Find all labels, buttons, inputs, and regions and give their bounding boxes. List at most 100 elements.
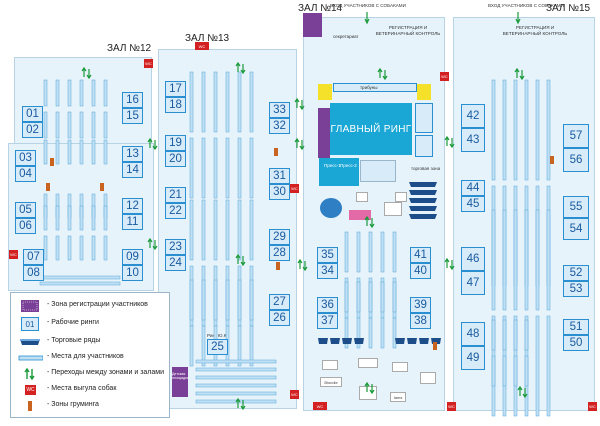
participant-place [67,79,72,107]
booth [320,198,342,218]
passage-arrow [294,97,300,108]
participant-place [103,111,108,139]
passage-arrow [369,384,375,395]
ring-25: 25 [207,339,228,355]
passage-arrow [517,385,523,396]
grooming-zone [50,158,54,166]
ring-48: 48 [461,322,485,346]
participant-place [195,383,277,388]
passage-arrow [364,215,370,226]
wc-marker: WC [588,402,597,411]
participant-place [225,279,230,321]
hall14-entrance: ВХОД УЧАСТНИКОВ С СОБАКАМИ [330,3,406,8]
passage-arrow [382,70,388,81]
trade-row [419,338,429,344]
kids-area [172,367,188,397]
booth [420,372,436,384]
passage-arrow [364,381,370,392]
ring-06: 06 [15,218,36,234]
participant-place [43,139,48,165]
ring-17: 17 [165,81,186,97]
participant-place [237,199,242,261]
participant-place-icon [17,351,44,365]
participant-place [43,111,48,139]
participant-place [55,79,60,107]
ring-21: 21 [165,187,186,203]
participant-place [103,235,108,261]
legend-label: - Зоны груминга [47,401,99,408]
legend-label: - Места для участников [47,353,124,360]
participant-place [237,71,242,133]
booth [322,360,338,370]
secretariat-block [303,13,322,37]
wc-marker: WC [144,59,153,68]
participant-place [201,325,206,367]
ring-35: 35 [317,247,338,263]
ring-40: 40 [410,263,431,279]
passage-arrow [235,61,241,72]
ring-yug-label: Ринг Ю.К. [207,333,228,338]
participant-place [513,209,518,311]
participant-place [213,199,218,261]
passage-arrow [294,137,300,148]
legend-item: - Места для участников [15,351,167,365]
participant-place [249,199,254,261]
trade-row [409,190,437,195]
ring-45: 45 [461,196,485,212]
trade-row [318,338,328,344]
trade-row [409,198,437,203]
hall14-title: ЗАЛ №14 [298,3,343,14]
ring-57: 57 [563,124,589,148]
ring-26: 26 [269,310,290,326]
participant-place [237,279,242,321]
legend-wc: WC [25,385,36,395]
participant-place [344,317,349,349]
wc-marker: WC [440,72,449,81]
participant-place [195,391,277,396]
legend-item: - Торговые ряды [15,335,167,349]
trade-row [409,182,437,187]
ring-52: 52 [563,265,589,281]
participant-place [392,317,397,349]
participant-place [91,205,96,231]
ring-19: 19 [165,135,186,151]
participant-place [502,355,507,387]
participant-place [195,375,277,380]
ring-07: 07 [23,249,44,265]
participant-place [356,281,361,313]
legend-label: - Торговые ряды [47,337,101,344]
booth [349,210,371,220]
ring-36: 36 [317,297,338,313]
ring-33: 33 [269,102,290,118]
passage-arrow [377,67,383,78]
passage-arrow [240,256,246,267]
participant-place [225,199,230,261]
entrance-arrow [364,12,370,25]
ring-16: 16 [122,92,143,108]
passage-arrow [369,218,375,229]
kids-area-label: Детская площадка [172,372,189,380]
grooming-zone [550,156,554,164]
legend-item: WC - Места выгула собак [15,383,167,397]
press-area [319,158,359,186]
trade-row [354,338,364,344]
participant-place [513,319,518,351]
participant-place [103,79,108,107]
participant-place [103,205,108,231]
passage-arrow [449,138,455,149]
participant-place [380,317,385,349]
participant-place [195,367,277,372]
participant-place [502,79,507,181]
participant-place [392,281,397,313]
trade-zone-label: торговая зона [411,166,441,171]
passage-arrow [240,64,246,75]
participant-place [491,319,496,351]
participant-place [535,79,540,181]
main-ring: ГЛАВНЫЙ РИНГ [330,103,412,155]
ring-12: 12 [122,198,143,214]
participant-place [368,281,373,313]
wc-icon: WC [17,383,43,397]
wc-marker: WC [195,42,209,50]
trade-row [407,338,417,344]
tribune-label: трибуны [360,85,378,90]
